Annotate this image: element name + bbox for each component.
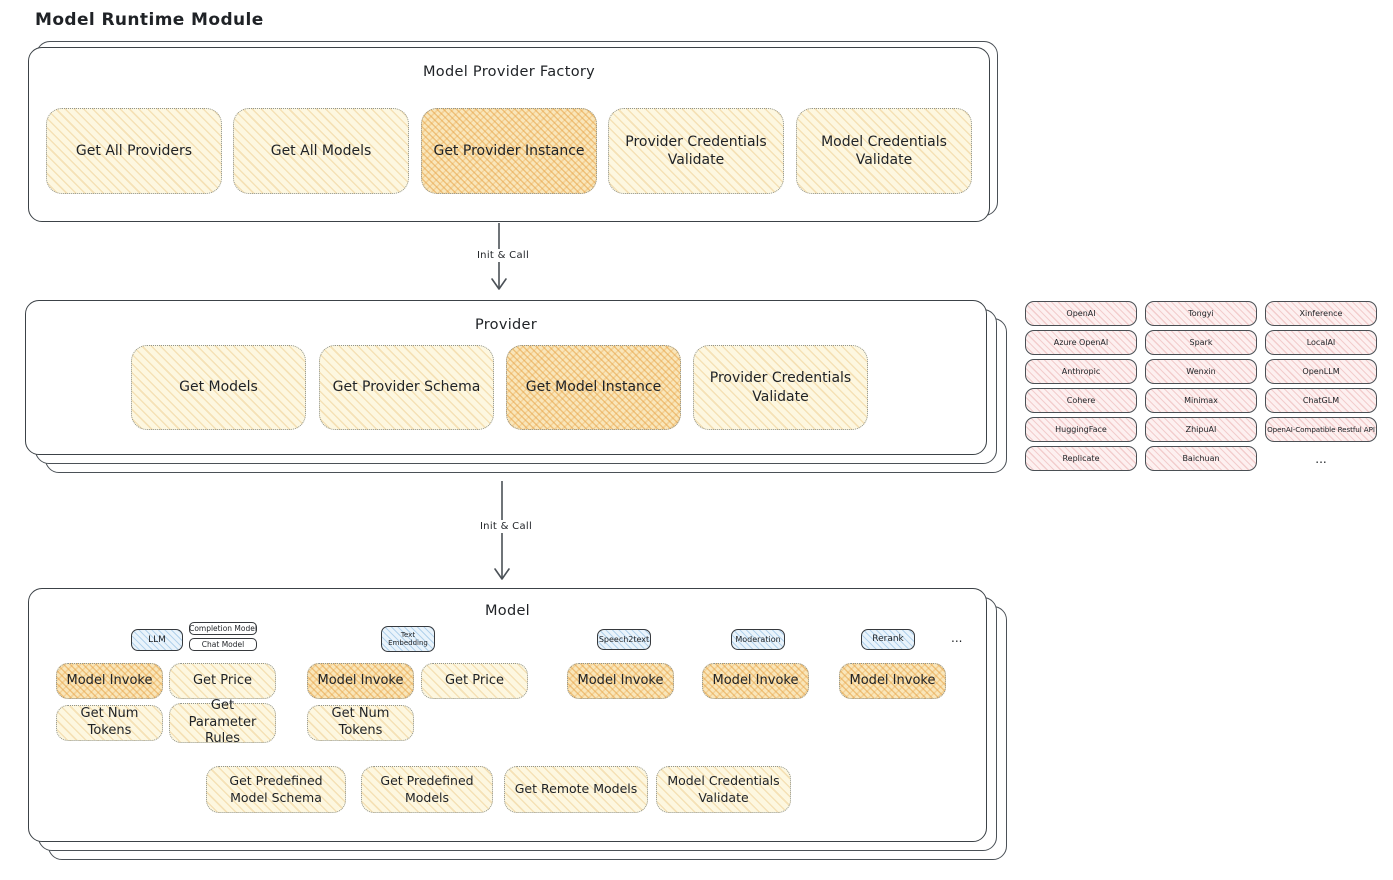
page-title: Model Runtime Module: [35, 10, 264, 30]
provider-chip-zhipuai[interactable]: ZhipuAI: [1145, 417, 1257, 442]
init-call-arrow-2: [494, 481, 510, 580]
model-title: Model: [484, 603, 531, 619]
model-type-rerank[interactable]: Rerank: [861, 629, 915, 650]
rerank-model-invoke-button[interactable]: Model Invoke: [839, 663, 946, 699]
moderation-model-invoke-button[interactable]: Model Invoke: [702, 663, 809, 699]
llm-get-num-tokens-button[interactable]: Get Num Tokens: [56, 705, 163, 741]
factory-title: Model Provider Factory: [422, 64, 596, 80]
provider-list-ellipsis: ...: [1315, 451, 1327, 466]
provider-chip-localai[interactable]: LocalAI: [1265, 330, 1377, 355]
get-model-instance-button[interactable]: Get Model Instance: [506, 345, 681, 430]
model-type-text-embedding[interactable]: Text Embedding: [381, 626, 435, 652]
get-models-button[interactable]: Get Models: [131, 345, 306, 430]
provider-chip-replicate[interactable]: Replicate: [1025, 446, 1137, 471]
get-provider-instance-button[interactable]: Get Provider Instance: [421, 108, 597, 194]
model-types-ellipsis: ...: [951, 631, 963, 645]
provider-chip-tongyi[interactable]: Tongyi: [1145, 301, 1257, 326]
model-credentials-validate-button[interactable]: Model Credentials Validate: [796, 108, 972, 194]
provider-credentials-validate-button[interactable]: Provider Credentials Validate: [608, 108, 784, 194]
provider-chip-chatglm[interactable]: ChatGLM: [1265, 388, 1377, 413]
provider-chip-baichuan[interactable]: Baichuan: [1145, 446, 1257, 471]
get-remote-models-button[interactable]: Get Remote Models: [504, 766, 648, 813]
provider-title: Provider: [474, 317, 538, 333]
llm-get-price-button[interactable]: Get Price: [169, 663, 276, 699]
provider-chip-openai[interactable]: OpenAI: [1025, 301, 1137, 326]
model-type-llm[interactable]: LLM: [131, 629, 183, 651]
model-type-chat-model[interactable]: Chat Model: [189, 638, 257, 651]
init-call-label-2: Init & Call: [461, 520, 551, 533]
embedding-get-num-tokens-button[interactable]: Get Num Tokens: [307, 705, 414, 741]
llm-model-invoke-button[interactable]: Model Invoke: [56, 663, 163, 699]
get-provider-schema-button[interactable]: Get Provider Schema: [319, 345, 494, 430]
model-type-moderation[interactable]: Moderation: [731, 629, 785, 650]
factory-box: Model Provider Factory Get All Providers…: [28, 47, 990, 222]
model-credentials-validate-button-3[interactable]: Model Credentials Validate: [656, 766, 791, 813]
embedding-get-price-button[interactable]: Get Price: [421, 663, 528, 699]
get-all-providers-button[interactable]: Get All Providers: [46, 108, 222, 194]
model-type-speech2text[interactable]: Speech2text: [597, 629, 651, 650]
provider-chip-openai-compatible-restful-api[interactable]: OpenAI-Compatible Restful API: [1265, 417, 1377, 442]
provider-chip-openllm[interactable]: OpenLLM: [1265, 359, 1377, 384]
init-call-label-1: Init & Call: [458, 249, 548, 262]
model-type-completion-model[interactable]: Completion Model: [189, 622, 257, 635]
get-all-models-button[interactable]: Get All Models: [233, 108, 409, 194]
get-predefined-model-schema-button[interactable]: Get Predefined Model Schema: [206, 766, 346, 813]
provider-chip-spark[interactable]: Spark: [1145, 330, 1257, 355]
provider-credentials-validate-button-2[interactable]: Provider Credentials Validate: [693, 345, 868, 430]
provider-box: Provider Get Models Get Provider Schema …: [25, 300, 987, 455]
get-predefined-models-button[interactable]: Get Predefined Models: [361, 766, 493, 813]
provider-chip-cohere[interactable]: Cohere: [1025, 388, 1137, 413]
model-box: Model LLM Completion Model Chat Model Te…: [28, 588, 987, 842]
provider-chip-xinference[interactable]: Xinference: [1265, 301, 1377, 326]
speech2text-model-invoke-button[interactable]: Model Invoke: [567, 663, 674, 699]
provider-chip-anthropic[interactable]: Anthropic: [1025, 359, 1137, 384]
provider-chip-azure-openai[interactable]: Azure OpenAI: [1025, 330, 1137, 355]
provider-list-grid: OpenAI Tongyi Xinference Azure OpenAI Sp…: [1025, 301, 1377, 471]
embedding-model-invoke-button[interactable]: Model Invoke: [307, 663, 414, 699]
provider-chip-minimax[interactable]: Minimax: [1145, 388, 1257, 413]
provider-chip-huggingface[interactable]: HuggingFace: [1025, 417, 1137, 442]
provider-chip-wenxin[interactable]: Wenxin: [1145, 359, 1257, 384]
llm-get-parameter-rules-button[interactable]: Get Parameter Rules: [169, 698, 276, 746]
